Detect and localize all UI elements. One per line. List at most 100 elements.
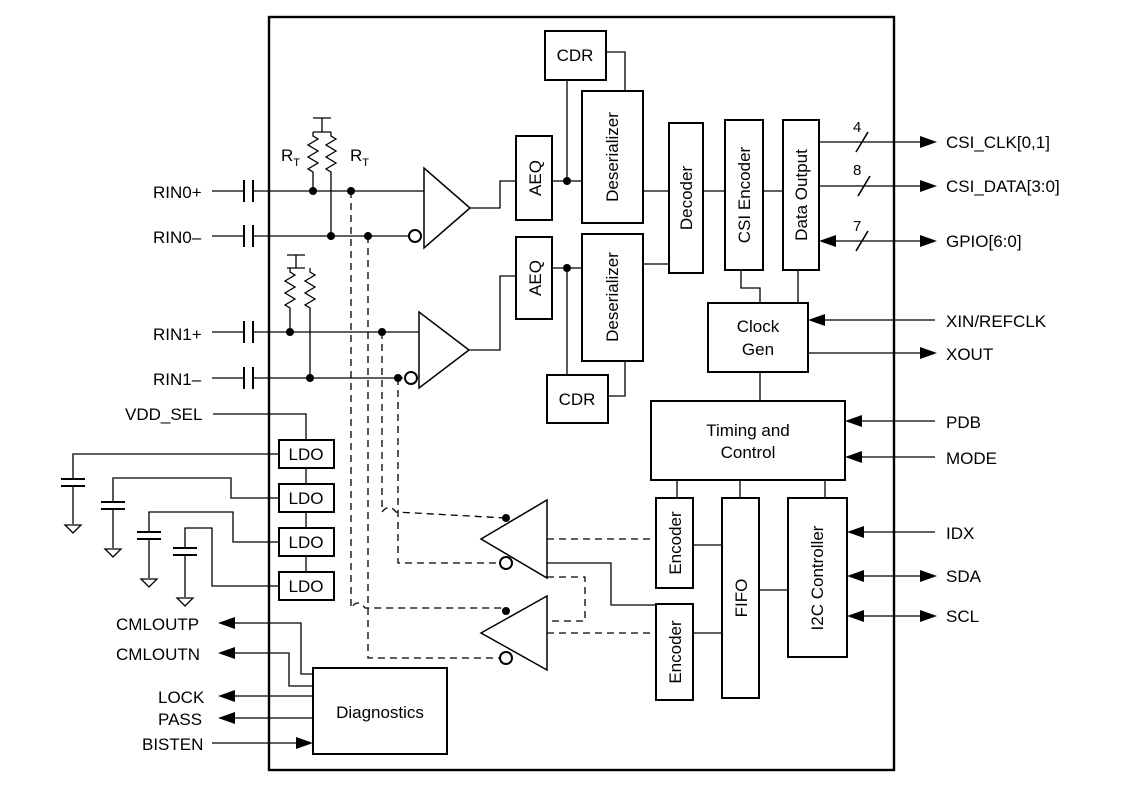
gpio-label: GPIO[6:0]: [946, 232, 1022, 251]
rin0n-capacitor: [243, 224, 254, 248]
cmloutp-output: CMLOUTP: [116, 615, 313, 675]
csi-data-width: 8: [853, 162, 861, 179]
ldo-decoupling-caps: [60, 453, 279, 607]
termination-1: [284, 254, 402, 382]
csi-clk-label: CSI_CLK[0,1]: [946, 133, 1050, 152]
ground-icon: [64, 524, 82, 534]
decoder-label: Decoder: [677, 166, 696, 231]
cdr-label-1: CDR: [559, 390, 596, 409]
aeq-block-0: [515, 135, 553, 221]
rt-label-right: RT: [350, 146, 369, 169]
xin-label: XIN/REFCLK: [946, 312, 1047, 331]
rin1p-capacitor: [243, 320, 254, 344]
scl-bidir: SCL: [847, 607, 979, 626]
fifo-label: FIFO: [732, 579, 751, 618]
deserializer-block-0: [581, 90, 644, 224]
rin1n-capacitor: [243, 366, 254, 390]
i2c-controller-label: I2C Controller: [808, 525, 827, 630]
aeq-label-0: AEQ: [526, 160, 545, 196]
deserializer-label-1: Deserializer: [603, 252, 622, 342]
rin1n-pin: RIN1–: [153, 366, 403, 390]
sda-label: SDA: [946, 567, 982, 586]
capacitor-icon: [172, 547, 198, 556]
lock-label: LOCK: [158, 688, 205, 707]
vdd-sel-pin: VDD_SEL: [125, 405, 307, 440]
clock-gen-label-line2: Gen: [742, 340, 774, 359]
bisten-label: BISTEN: [142, 735, 203, 754]
pass-label: PASS: [158, 710, 202, 729]
clock-gen-label-line1: Clock: [737, 317, 780, 336]
csi-data-output: 8 CSI_DATA[3:0]: [819, 162, 1060, 197]
idx-input: IDX: [847, 524, 974, 543]
scl-label: SCL: [946, 607, 979, 626]
gpio-width: 7: [853, 218, 861, 235]
ldo-block-3: [278, 527, 335, 557]
csi-encoder-label: CSI Encoder: [735, 146, 754, 243]
input-buffer-1: [404, 275, 516, 390]
gpio-bidir: 7 GPIO[6:0]: [819, 218, 1022, 252]
lock-output: LOCK: [158, 688, 313, 707]
input-buffer-0: [408, 166, 516, 250]
sda-bidir: SDA: [847, 567, 982, 586]
rin0p-label: RIN0+: [153, 183, 202, 202]
data-output-label: Data Output: [792, 149, 811, 241]
rt-label-left: RT: [281, 146, 300, 169]
clock-gen-block: [707, 302, 809, 373]
decoder-block: [668, 122, 704, 274]
ground-icon: [104, 548, 122, 558]
diagnostics-block: [312, 667, 448, 755]
capacitor-icon: [136, 531, 162, 540]
rin1p-pin: RIN1+: [153, 320, 420, 344]
rin1p-label: RIN1+: [153, 325, 202, 344]
csi-clk-width: 4: [853, 119, 861, 136]
idx-label: IDX: [946, 524, 974, 543]
pdb-label: PDB: [946, 413, 981, 432]
pass-output: PASS: [158, 710, 313, 729]
ground-icon: [176, 597, 194, 607]
csi-data-label: CSI_DATA[3:0]: [946, 177, 1060, 196]
aeq-label-1: AEQ: [526, 260, 545, 296]
bisten-input: BISTEN: [142, 735, 313, 754]
timing-control-label-line2: Control: [721, 443, 776, 462]
cdr-block-1: [546, 374, 609, 424]
capacitor-icon: [60, 478, 86, 487]
ldo-label-1: LDO: [289, 445, 324, 464]
i2c-controller-block: [787, 497, 848, 658]
mode-label: MODE: [946, 449, 997, 468]
ldo-label-3: LDO: [289, 533, 324, 552]
rin0p-capacitor: [243, 179, 254, 203]
timing-control-label-line1: Timing and: [706, 421, 789, 440]
ldo-label-4: LDO: [289, 577, 324, 596]
rin1n-label: RIN1–: [153, 370, 202, 389]
fifo-block: [721, 497, 760, 699]
diagnostics-label: Diagnostics: [336, 703, 424, 722]
cmloutn-label: CMLOUTN: [116, 645, 200, 664]
encoder-label-0: Encoder: [666, 511, 685, 575]
cdr-label-0: CDR: [557, 46, 594, 65]
cdr-block-0: [544, 30, 607, 81]
csi-encoder-block: [724, 119, 764, 271]
pdb-input: PDB: [845, 413, 981, 432]
ldo-block-1: [278, 439, 335, 469]
xout-output: XOUT: [808, 345, 993, 364]
data-output-block: [782, 119, 820, 271]
ground-icon: [140, 578, 158, 588]
capacitor-icon: [100, 501, 126, 510]
xout-label: XOUT: [946, 345, 993, 364]
timing-control-block: [650, 400, 846, 481]
xin-input: XIN/REFCLK: [808, 312, 1047, 331]
deserializer-label-0: Deserializer: [603, 112, 622, 202]
vdd-sel-label: VDD_SEL: [125, 405, 202, 424]
rin0p-pin: RIN0+: [153, 179, 428, 203]
encoder-label-1: Encoder: [666, 620, 685, 684]
mode-input: MODE: [845, 449, 997, 468]
rin0n-label: RIN0–: [153, 228, 202, 247]
csi-clk-output: 4 CSI_CLK[0,1]: [819, 119, 1050, 153]
cml-driver-0: [479, 498, 656, 606]
cmloutn-output: CMLOUTN: [116, 645, 313, 687]
encoder-block-0: [655, 497, 694, 589]
ldo-label-2: LDO: [289, 489, 324, 508]
deserializer-block-1: [581, 233, 644, 362]
cmloutp-label: CMLOUTP: [116, 615, 199, 634]
